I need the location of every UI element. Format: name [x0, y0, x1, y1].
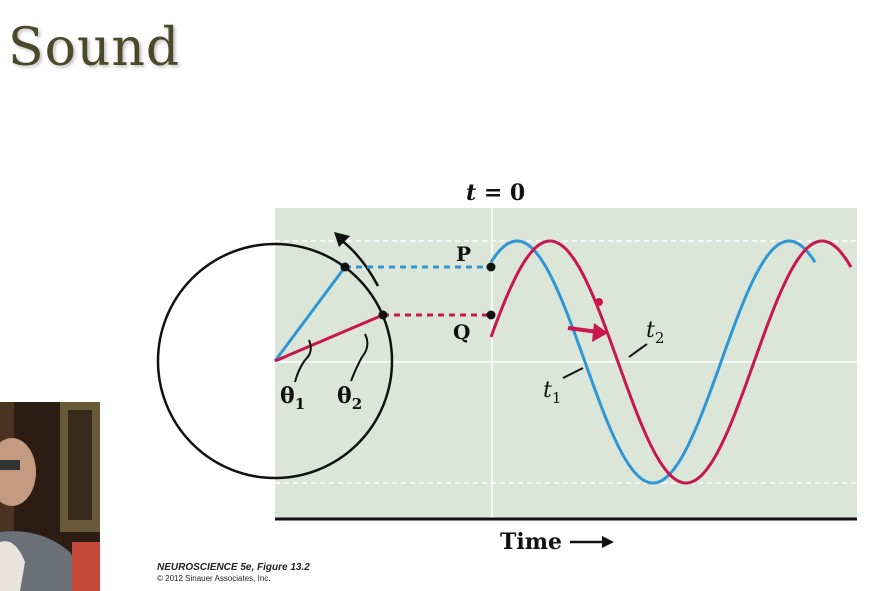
time-arrowhead	[602, 536, 614, 548]
t2-symbol: t	[646, 318, 655, 343]
point-q-circle-dot	[378, 310, 388, 320]
point-p-dot	[486, 262, 496, 272]
plot-background	[275, 208, 857, 518]
slide-title: Sound	[8, 18, 181, 78]
t2-label: t2	[646, 318, 664, 347]
point-p-label: P	[456, 242, 471, 266]
time-axis-label: Time	[500, 529, 562, 555]
theta1-arc	[304, 339, 312, 361]
point-q-dot	[486, 310, 496, 320]
t1-subscript: 1	[552, 389, 562, 407]
radius-red	[274, 313, 384, 363]
copyright-notice: © 2012 Sinauer Associates, Inc.	[157, 574, 271, 583]
figure-reference: NEUROSCIENCE 5e, Figure 13.2	[157, 562, 310, 573]
point-p-circle-dot	[340, 262, 350, 272]
presenter-webcam	[0, 402, 100, 591]
t-zero-label: t = 0	[466, 180, 525, 206]
phase-circle	[156, 242, 394, 480]
theta2-symbol: θ	[337, 383, 352, 409]
theta1-subscript: 1	[295, 395, 305, 413]
t1-label: t1	[543, 378, 561, 407]
t2-leader	[628, 343, 648, 358]
theta2-arc	[361, 333, 369, 358]
theta1-symbol: θ	[280, 383, 295, 409]
t2-subscript: 2	[655, 329, 665, 347]
theta1-leader	[294, 359, 306, 383]
theta1-label: θ1	[280, 383, 305, 413]
t-zero-var: t	[466, 180, 476, 206]
shift-arrowhead	[592, 323, 608, 342]
theta2-label: θ2	[337, 383, 362, 413]
wave-blue	[489, 239, 817, 485]
red-wave-point	[595, 298, 603, 306]
shift-arrow-shaft	[567, 326, 599, 334]
rotation-arrow	[340, 239, 380, 287]
t-zero-eq: = 0	[476, 180, 525, 206]
wave-red	[489, 239, 853, 485]
t1-leader	[562, 367, 584, 379]
theta2-leader	[350, 356, 363, 382]
presenter-video-frame	[0, 402, 100, 591]
figure-caption: NEUROSCIENCE 5e, Figure 13.2 © 2012 Sina…	[157, 562, 310, 583]
radius-blue	[273, 266, 347, 362]
t1-symbol: t	[543, 378, 552, 403]
point-q-label: Q	[453, 320, 470, 344]
theta2-subscript: 2	[352, 395, 362, 413]
rotation-arrowhead	[334, 232, 350, 247]
